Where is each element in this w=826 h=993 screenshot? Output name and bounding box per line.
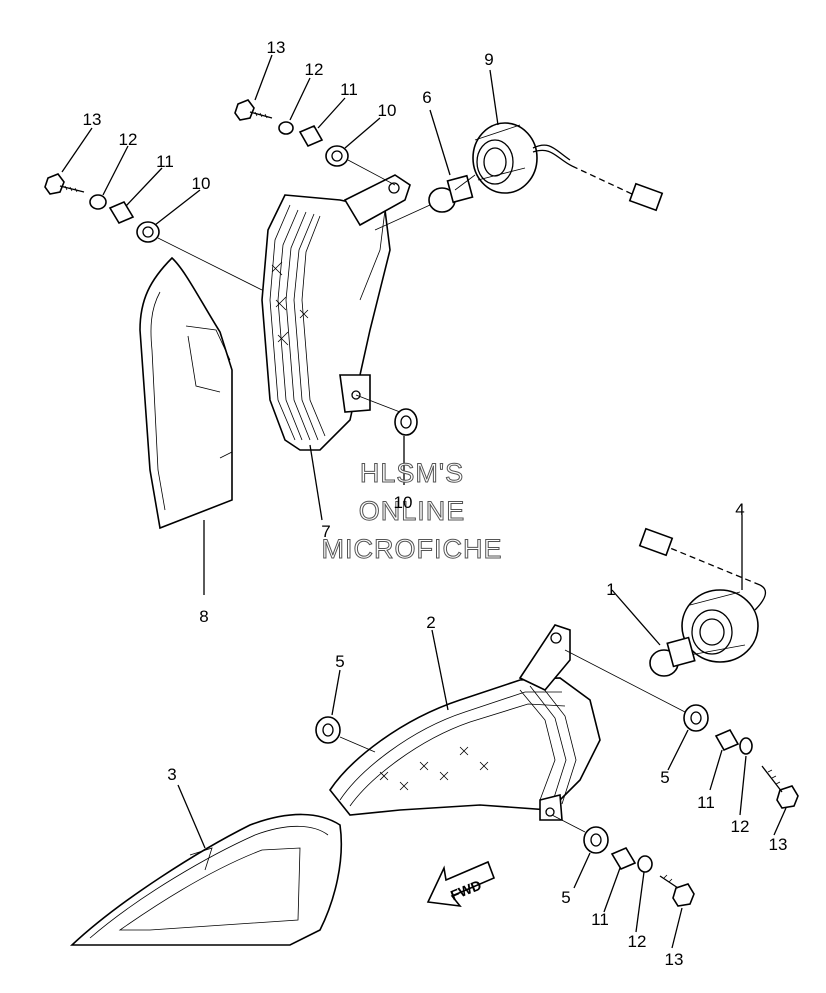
- part-1-bulb: [649, 636, 696, 677]
- callout-2: 2: [426, 613, 435, 632]
- callout-5: 5: [660, 768, 669, 787]
- part-4-socket: [638, 527, 767, 663]
- callout-13: 13: [665, 950, 684, 969]
- callout-9: 9: [484, 50, 493, 69]
- callout-labels: 13 12 11 10 6 9 13 12 11 10 10 7 8 4 1 2…: [83, 38, 788, 969]
- fwd-arrow-icon: FWD: [426, 860, 496, 908]
- callout-13: 13: [267, 38, 286, 57]
- part-7-lamp-housing: [261, 174, 411, 451]
- lower-leader-lines: [177, 515, 787, 949]
- callout-6: 6: [422, 88, 431, 107]
- callout-7: 7: [321, 522, 330, 541]
- lower-fasteners: [315, 649, 799, 907]
- callout-4: 4: [735, 500, 744, 519]
- callout-10: 10: [394, 493, 413, 512]
- callout-10: 10: [192, 174, 211, 193]
- callout-10: 10: [378, 101, 397, 120]
- callout-13: 13: [769, 835, 788, 854]
- callout-1: 1: [606, 580, 615, 599]
- watermark-line-3: MICROFICHE: [322, 534, 503, 564]
- part-8-lens-cover: [139, 256, 233, 530]
- upper-leader-lines: [61, 54, 499, 595]
- callout-3: 3: [167, 765, 176, 784]
- part-3-lens-cover: [69, 813, 343, 946]
- callout-8: 8: [199, 607, 208, 626]
- callout-5: 5: [561, 888, 570, 907]
- watermark-line-1: HLSM'S: [360, 458, 464, 488]
- watermark: HLSM'S ONLINE MICROFICHE: [321, 458, 503, 565]
- watermark-line-2: ONLINE: [359, 496, 466, 526]
- callout-5: 5: [335, 652, 344, 671]
- part-6-bulb: [428, 174, 474, 213]
- callout-12: 12: [305, 60, 324, 79]
- callout-12: 12: [731, 817, 750, 836]
- callout-11: 11: [591, 910, 609, 929]
- upper-fasteners: [44, 99, 418, 436]
- part-9-socket: [472, 122, 664, 212]
- callout-13: 13: [83, 110, 102, 129]
- callout-11: 11: [156, 152, 174, 171]
- part-2-lamp-housing: [329, 624, 601, 821]
- callout-12: 12: [119, 130, 138, 149]
- callout-11: 11: [697, 793, 715, 812]
- callout-11: 11: [340, 80, 358, 99]
- callout-12: 12: [628, 932, 647, 951]
